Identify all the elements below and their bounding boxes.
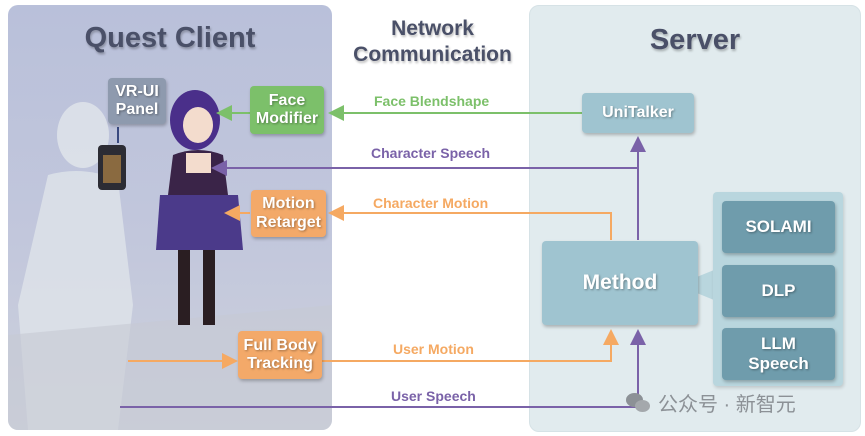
server-heading: Server [649, 24, 741, 56]
network-heading-line1: Network [391, 17, 474, 40]
dlp-box: DLP [722, 265, 835, 317]
full-body-tracking-box: Full Body Tracking [238, 331, 322, 379]
vr-ui-panel-box: VR-UI Panel [108, 78, 166, 124]
user-motion-arrow [322, 329, 619, 362]
face-modifier-box: Face Modifier [250, 86, 324, 134]
network-heading: Network Communication [340, 16, 525, 68]
vr-ui-line1: VR-UI [115, 82, 159, 100]
network-heading-line2: Communication [353, 43, 512, 66]
unitalker-box: UniTalker [582, 93, 694, 133]
user-motion-label: User Motion [393, 341, 474, 357]
solami-box: SOLAMI [722, 201, 835, 253]
tracking-line2: Tracking [247, 355, 313, 372]
character-speech-label: Character Speech [371, 145, 491, 161]
motion-retarget-line2: Retarget [256, 213, 321, 231]
face-blendshape-label: Face Blendshape [374, 93, 490, 109]
wechat-icon [626, 392, 652, 413]
tracking-line1: Full Body [243, 336, 317, 354]
user-speech-label: User Speech [391, 388, 476, 404]
llm-speech-line2: Speech [748, 354, 809, 373]
llm-speech-box: LLM Speech [722, 328, 835, 380]
watermark: 公众号 · 新智元 [626, 388, 796, 417]
method-box: Method [542, 241, 698, 325]
motion-retarget-line1: Motion [262, 195, 315, 213]
vr-ui-line2: Panel [115, 101, 159, 118]
user-speech-arrow [120, 329, 646, 408]
llm-speech-line1: LLM [761, 334, 796, 354]
motion-retarget-box: Motion Retarget [251, 190, 326, 237]
face-modifier-line1: Face [268, 91, 306, 109]
character-motion-arrow [328, 205, 612, 240]
client-heading: Quest Client [84, 22, 256, 54]
watermark-text: 公众号 · 新智元 [658, 394, 796, 416]
face-modifier-line2: Modifier [255, 110, 319, 127]
character-motion-label: Character Motion [373, 195, 489, 211]
